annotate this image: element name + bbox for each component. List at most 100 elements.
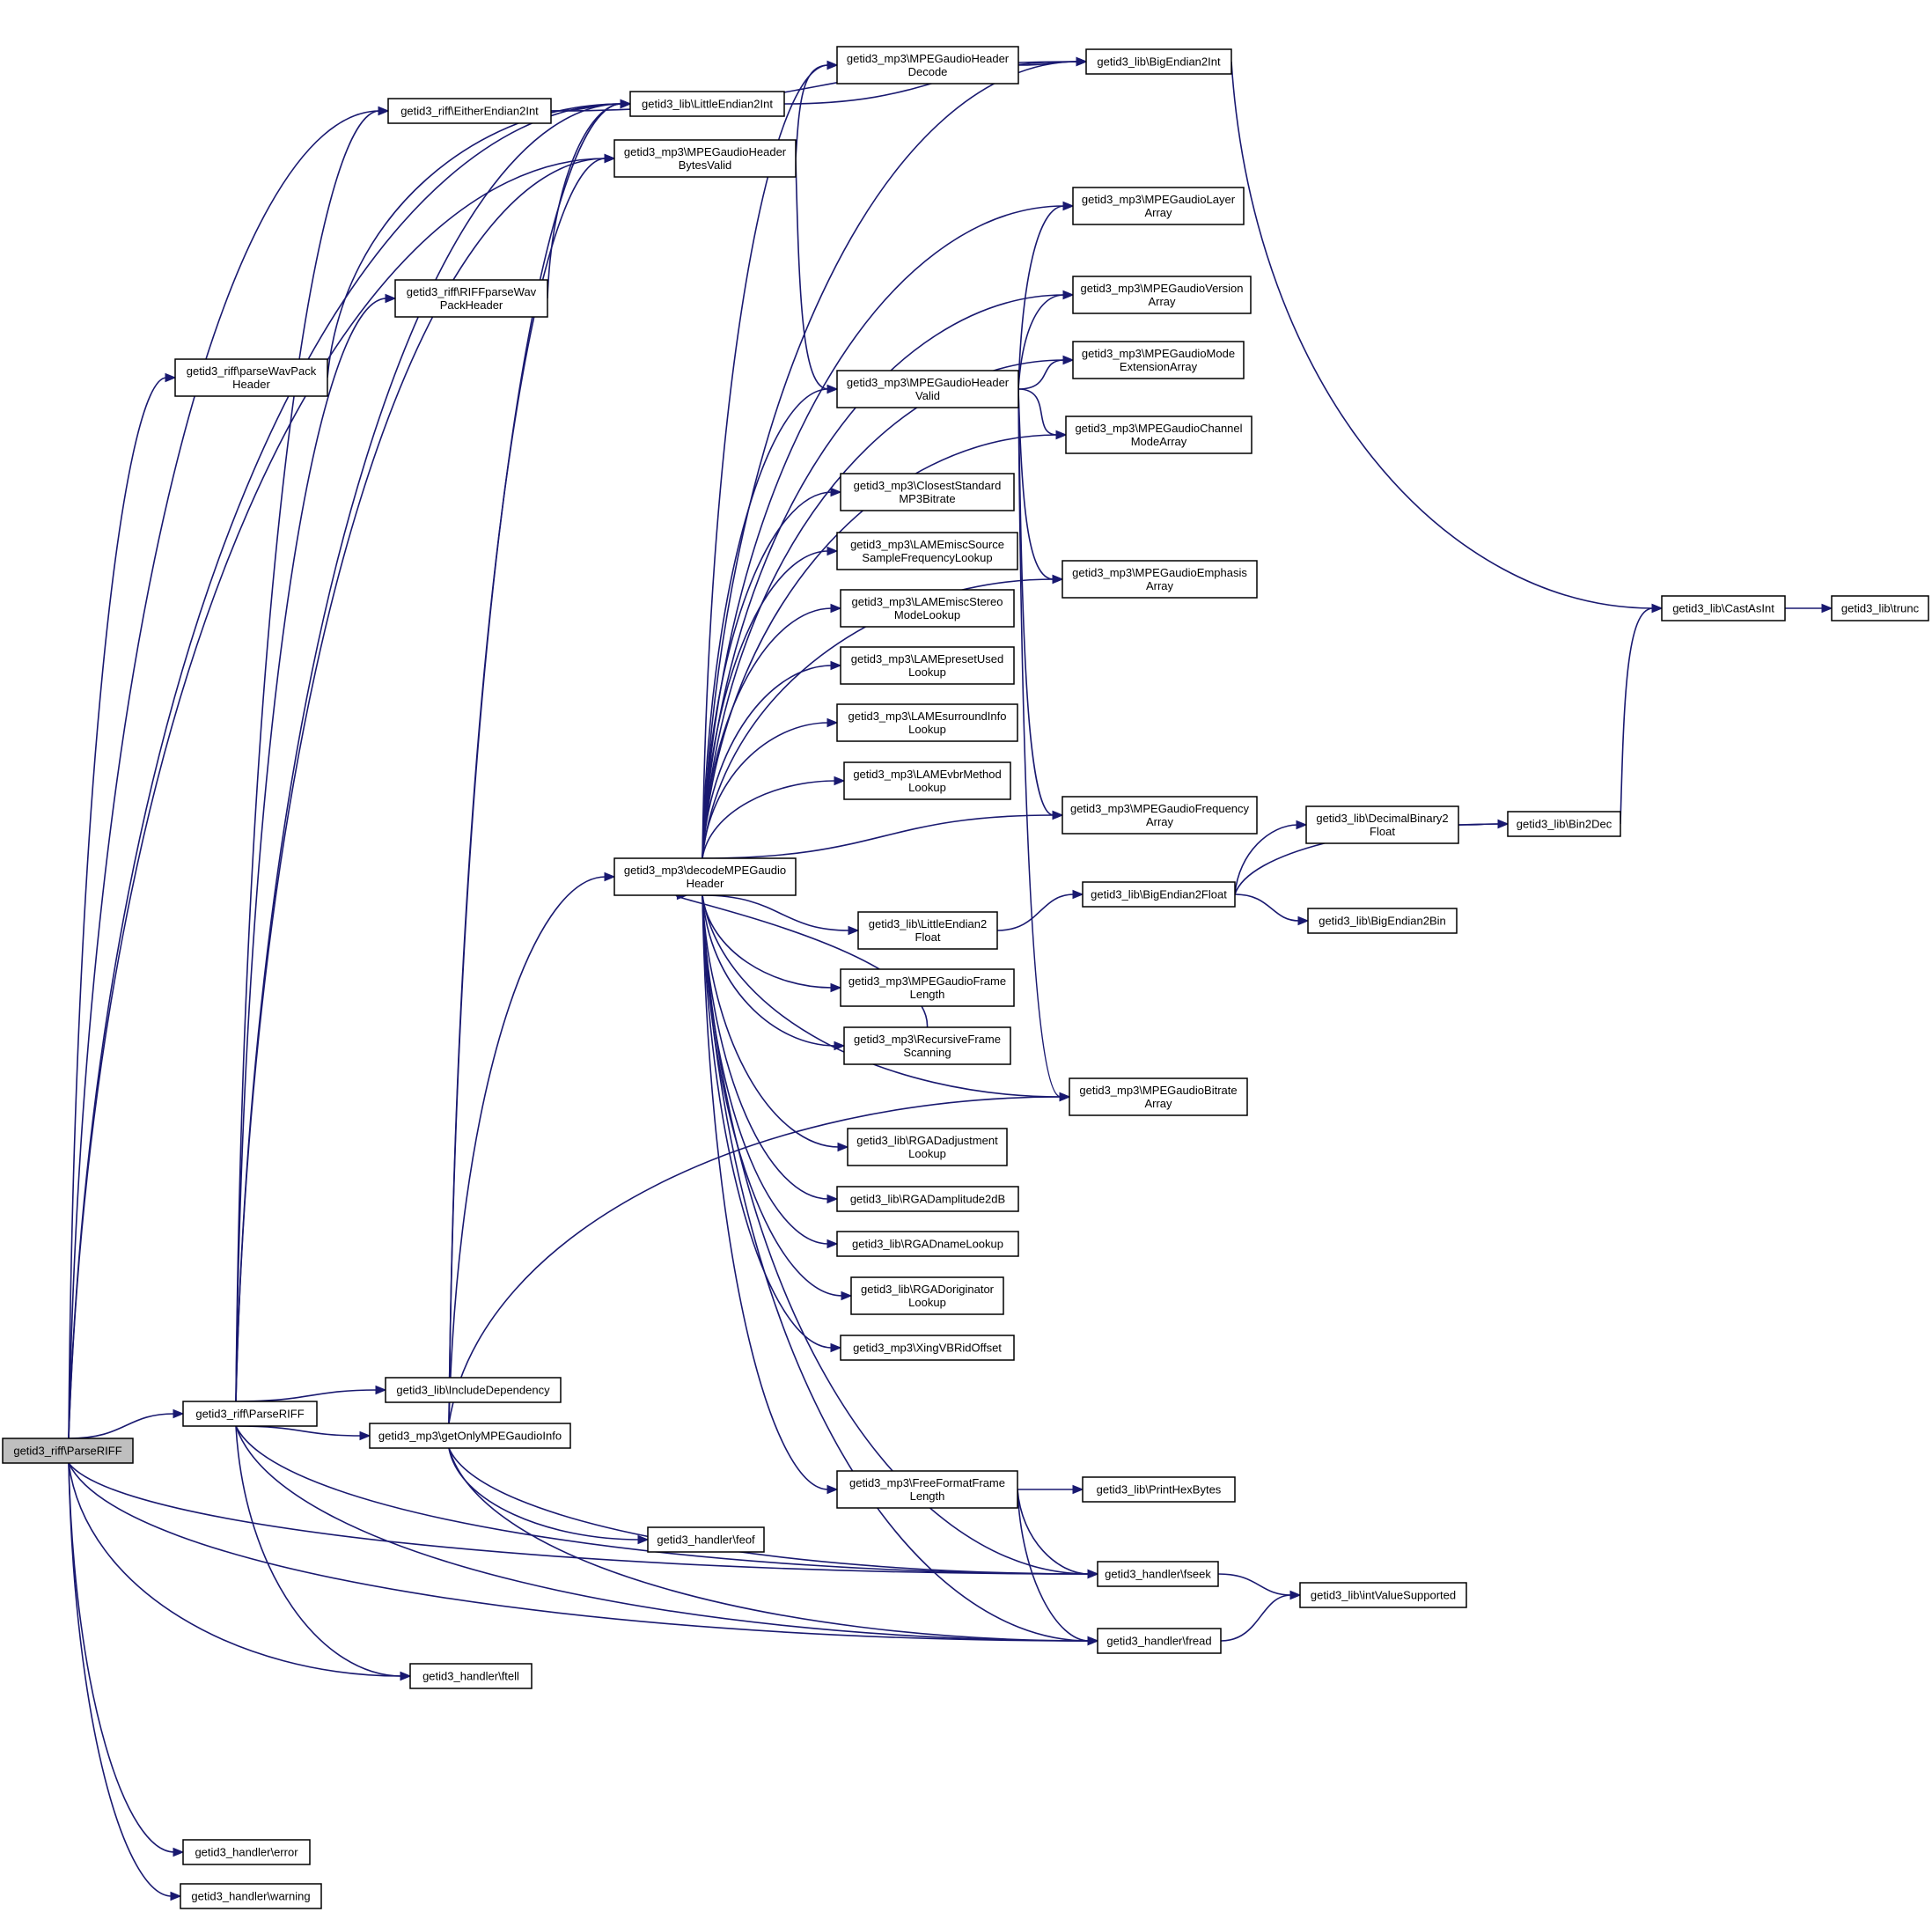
node-label: getid3_handler\fread [1106,1635,1211,1648]
node-be2int[interactable]: getid3_lib\BigEndian2Int [1085,48,1232,75]
edge-line [327,103,622,379]
node-label: getid3_lib\RGADnameLookup [852,1238,1003,1251]
node-be2bin[interactable]: getid3_lib\BigEndian2Bin [1307,908,1458,934]
edge-arrowhead [1052,810,1064,820]
edge-root-to-hdrbytes [68,153,616,1439]
node-label: getid3_mp3\getOnlyMPEGaudioInfo [378,1430,562,1443]
edge-bin2dec-to-castasint [1620,603,1664,825]
edge-line [702,894,829,1490]
node-hwarning[interactable]: getid3_handler\warning [180,1883,322,1909]
node-label: getid3_mp3\decodeMPEGaudio [624,864,786,877]
node-label: Header [687,877,724,890]
node-label: getid3_lib\LittleEndian2Int [642,98,773,111]
node-label: Length [910,988,945,1001]
edge-line [702,894,1061,1098]
node-box [1082,1476,1236,1503]
node-rganame[interactable]: getid3_lib\RGADnameLookup [836,1231,1019,1257]
node-label: getid3_riff\parseWavPack [187,364,317,378]
node-label: getid3_mp3\MPEGaudioLayer [1082,193,1236,206]
edge-line [702,550,829,859]
node-label: Scanning [903,1046,951,1059]
node-label: Lookup [908,781,946,794]
node-box [387,98,552,124]
edge-arrowhead [1062,290,1075,300]
edge-root-to-herror [68,1462,185,1857]
node-label: getid3_mp3\LAMEmiscSource [850,538,1004,551]
node-box [836,1231,1019,1257]
node-either[interactable]: getid3_riff\EitherEndian2Int [387,98,552,124]
node-incdep[interactable]: getid3_lib\IncludeDependency [385,1377,562,1403]
edge-line [235,110,380,1402]
node-intvalue[interactable]: getid3_lib\intValueSupported [1299,1582,1467,1608]
node-box [180,1883,322,1909]
node-box [1299,1582,1467,1608]
node-box [385,1377,562,1403]
node-label: Array [1144,206,1172,219]
node-bin2dec[interactable]: getid3_lib\Bin2Dec [1507,811,1621,837]
node-printhex[interactable]: getid3_lib\PrintHexBytes [1082,1476,1236,1503]
node-box [847,1128,1008,1166]
edge-getonly-to-decode [448,871,616,1424]
edge-line [1017,205,1065,390]
node-label: getid3_riff\ParseRIFF [195,1408,304,1421]
edge-freeformat-to-printhex [1017,1484,1084,1495]
node-trunc[interactable]: getid3_lib\trunc [1831,595,1929,621]
node-rgaamp[interactable]: getid3_lib\RGADamplitude2dB [836,1186,1019,1212]
edge-line [702,780,836,859]
edge-arrowhead [1059,1092,1071,1102]
node-getonly[interactable]: getid3_mp3\getOnlyMPEGaudioInfo [369,1423,571,1449]
node-label: getid3_lib\trunc [1841,602,1920,615]
node-box [1305,805,1459,844]
node-herror[interactable]: getid3_handler\error [182,1839,311,1865]
node-le2int[interactable]: getid3_lib\LittleEndian2Int [629,91,785,117]
edge-line [235,1425,362,1437]
node-label: Array [1146,815,1174,828]
node-hftell[interactable]: getid3_handler\ftell [409,1663,533,1689]
edge-castasint-to-trunc [1785,603,1833,614]
edge-freeformat-to-hfseek [1017,1489,1099,1579]
node-hfeof[interactable]: getid3_handler\feof [647,1526,765,1553]
node-label: getid3_mp3\MPEGaudioMode [1082,347,1235,360]
node-lamesrc[interactable]: getid3_mp3\LAMEmiscSourceSampleFrequency… [836,532,1018,570]
node-box [1072,276,1252,314]
edge-root-to-parseriff2 [68,1408,185,1439]
node-box [394,279,548,318]
node-root[interactable]: getid3_riff\ParseRIFF [2,1438,134,1464]
node-be2float[interactable]: getid3_lib\BigEndian2Float [1082,881,1236,908]
node-castasint[interactable]: getid3_lib\CastAsInt [1661,595,1786,621]
node-box [1085,48,1232,75]
edge-line [702,665,833,859]
edge-arrowhead [830,1342,842,1353]
edge-line [702,607,833,859]
node-hfseek[interactable]: getid3_handler\fseek [1097,1561,1219,1587]
node-parseriff2[interactable]: getid3_riff\ParseRIFF [182,1401,318,1427]
node-xing[interactable]: getid3_mp3\XingVBRidOffset [840,1335,1015,1361]
node-hfread[interactable]: getid3_handler\fread [1097,1628,1222,1654]
node-label: getid3_mp3\MPEGaudioFrequency [1070,802,1250,815]
